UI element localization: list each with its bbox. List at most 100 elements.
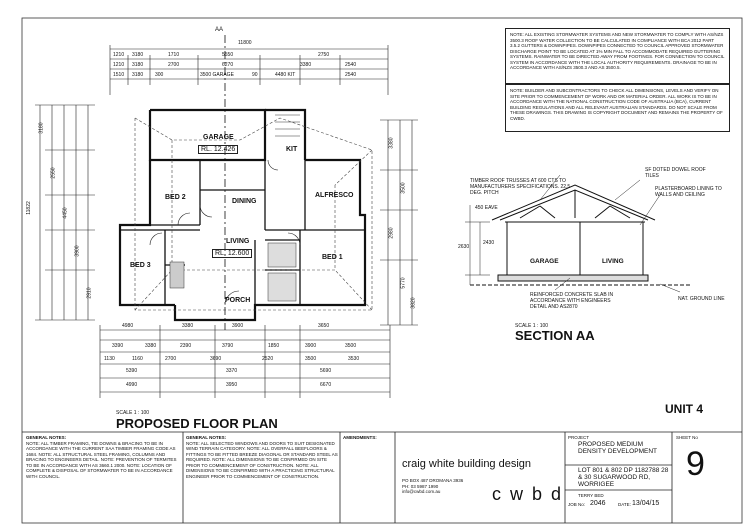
dim-top-r3-3: 300 xyxy=(155,72,164,78)
room-label-bed1: BED 1 xyxy=(322,254,343,261)
dim-bottom-3-7: 3530 xyxy=(348,356,360,362)
dim-top-r2-5: 3380 xyxy=(300,62,312,68)
section-height-1: 2630 xyxy=(458,244,470,250)
amendments-title: AMENDMENTS: xyxy=(343,435,377,440)
room-label-dining: DINING xyxy=(232,198,257,205)
dim-top-r2-4: 6270 xyxy=(222,62,234,68)
dim-top-r3-6: 4480 KIT xyxy=(275,72,296,78)
dim-bottom-1-2: 3380 xyxy=(182,323,194,329)
dim-top-r3-1: 1510 xyxy=(113,72,125,78)
room-label-alfresco: ALFRESCO xyxy=(315,192,354,199)
dim-top-r3-2: 3180 xyxy=(132,72,144,78)
dim-top-5: 2750 xyxy=(318,52,330,58)
dim-top-4: 5550 xyxy=(222,52,234,58)
dim-bottom-2-7: 3500 xyxy=(345,343,357,349)
dim-bottom-1-3: 3900 xyxy=(232,323,244,329)
dim-top-1: 1210 xyxy=(113,52,125,58)
firm-address: PO BOX 487 DROMANA 3936 PH: 03 5987 1990… xyxy=(402,478,464,494)
dim-bottom-5-3: 6670 xyxy=(320,382,332,388)
general-notes-1: GENERAL NOTES: NOTE: ALL TIMBER FRAMING,… xyxy=(26,435,181,479)
dim-bottom-2-2: 3380 xyxy=(145,343,157,349)
living-rl: RL. 12.600 xyxy=(212,249,253,258)
unit-label: UNIT 4 xyxy=(665,402,704,416)
dim-left-1: 11822 xyxy=(25,201,32,215)
dim-bottom-4-3: 5690 xyxy=(320,368,332,374)
general-notes-1-text: NOTE: ALL TIMBER FRAMING, TIE DOWNS & BR… xyxy=(26,440,177,479)
dim-top-r2-2: 3180 xyxy=(132,62,144,68)
firm-name: craig white building design xyxy=(402,458,532,470)
dim-bottom-3-2: 1160 xyxy=(132,356,143,362)
room-label-kit: KIT xyxy=(286,146,298,153)
section-scale: SCALE 1 : 100 xyxy=(515,323,549,329)
slab-note: REINFORCED CONCRETE SLAB IN ACCORDANCE W… xyxy=(530,292,614,310)
general-notes-1-title: GENERAL NOTES: xyxy=(26,435,67,440)
dim-right-1: 3380 xyxy=(388,137,395,149)
section-living: LIVING xyxy=(602,258,624,265)
dim-bottom-1-4: 3650 xyxy=(318,323,330,329)
dim-top-3: 1710 xyxy=(168,52,180,58)
dim-left-5: 3900 xyxy=(74,245,81,257)
general-notes-2: GENERAL NOTES: NOTE: ALL SELECTED WINDOW… xyxy=(186,435,338,479)
dim-left-3: 2550 xyxy=(50,167,57,179)
eave-label: 450 EAVE xyxy=(475,205,498,211)
dim-top-r3-5: 90 xyxy=(252,72,258,78)
dim-bottom-3-1: 1130 xyxy=(104,356,115,362)
project-address: LOT 801 & 802 DP 1182788 28 & 30 SUGARWO… xyxy=(578,467,669,488)
dim-bottom-2-5: 1850 xyxy=(268,343,280,349)
dim-right-4: 5770 xyxy=(400,277,407,289)
dim-bottom-5-2: 3950 xyxy=(226,382,238,388)
dim-bottom-3-6: 3500 xyxy=(305,356,317,362)
plan-title: PROPOSED FLOOR PLAN xyxy=(116,416,278,431)
sheet-label: SHEET No xyxy=(676,435,698,440)
dim-bottom-4-2: 3370 xyxy=(226,368,238,374)
dim-bottom-5-1: 4990 xyxy=(126,382,138,388)
ground-note: NAT. GROUND LINE xyxy=(678,296,725,302)
dim-bottom-4-1: 5390 xyxy=(126,368,138,374)
firm-logo: c w b d xyxy=(492,484,564,504)
job-no-label: JOB No: xyxy=(568,502,586,507)
dim-bottom-2-1: 3390 xyxy=(112,343,124,349)
dim-left-2: 3180 xyxy=(38,122,45,134)
dim-bottom-3-5: 2520 xyxy=(262,356,274,362)
section-garage: GARAGE xyxy=(530,258,559,265)
plan-scale: SCALE 1 : 100 xyxy=(116,410,150,416)
date-value: 13/04/15 xyxy=(632,500,660,507)
dim-bottom-1-1: 4980 xyxy=(122,323,134,329)
room-label-living: LIVING xyxy=(226,238,250,245)
dim-top-2: 3180 xyxy=(132,52,144,58)
dim-bottom-3-3: 2700 xyxy=(165,356,177,362)
dim-top-r2-1: 1210 xyxy=(113,62,125,68)
dim-bottom-2-6: 3900 xyxy=(305,343,317,349)
roof-tile-note: SF DOTED DOWEL ROOF TILES xyxy=(645,167,706,179)
stormwater-notes-text: NOTE: ALL EXISTING STORMWATER SYSTEMS AN… xyxy=(510,32,725,70)
dim-top-r2-3: 2700 xyxy=(168,62,180,68)
job-no: 2046 xyxy=(590,500,606,507)
client-name: TERRY BED xyxy=(578,493,604,498)
stormwater-notes: NOTE: ALL EXISTING STORMWATER SYSTEMS AN… xyxy=(505,28,730,84)
dim-right-2: 3500 xyxy=(400,182,407,194)
general-notes-2-title: GENERAL NOTES: xyxy=(186,435,227,440)
section-marker-top: AA xyxy=(215,27,224,33)
plaster-note: PLASTERBOARD LINING TO WALLS AND CEILING xyxy=(655,186,722,198)
dim-left-4: 4450 xyxy=(62,207,69,219)
dim-left-6: 2910 xyxy=(86,287,93,299)
garage-rl: RL. 12.426 xyxy=(198,145,239,154)
overall-dimension: 11800 xyxy=(238,40,252,46)
dim-bottom-2-3: 2390 xyxy=(180,343,192,349)
project-name: PROPOSED MEDIUM DENSITY DEVELOPMENT xyxy=(578,441,657,455)
room-label-bed3: BED 3 xyxy=(130,262,151,269)
dim-right-5: 3820 xyxy=(410,297,417,309)
section-title: SECTION AA xyxy=(515,328,595,343)
general-notes-2-text: NOTE: ALL SELECTED WINDOWS AND DOORS TO … xyxy=(186,440,338,479)
dim-top-r2-6: 2540 xyxy=(345,62,357,68)
dim-bottom-3-4: 3690 xyxy=(210,356,222,362)
project-label: PROJECT xyxy=(568,435,590,440)
date-label: DATE: xyxy=(618,502,631,507)
section-height-2: 2430 xyxy=(483,240,495,246)
room-label-bed2: BED 2 xyxy=(165,194,186,201)
dim-top-r3-4: 3500 GARAGE xyxy=(200,72,234,78)
room-label-porch: PORCH xyxy=(225,297,251,304)
sheet-number: 9 xyxy=(686,445,705,483)
